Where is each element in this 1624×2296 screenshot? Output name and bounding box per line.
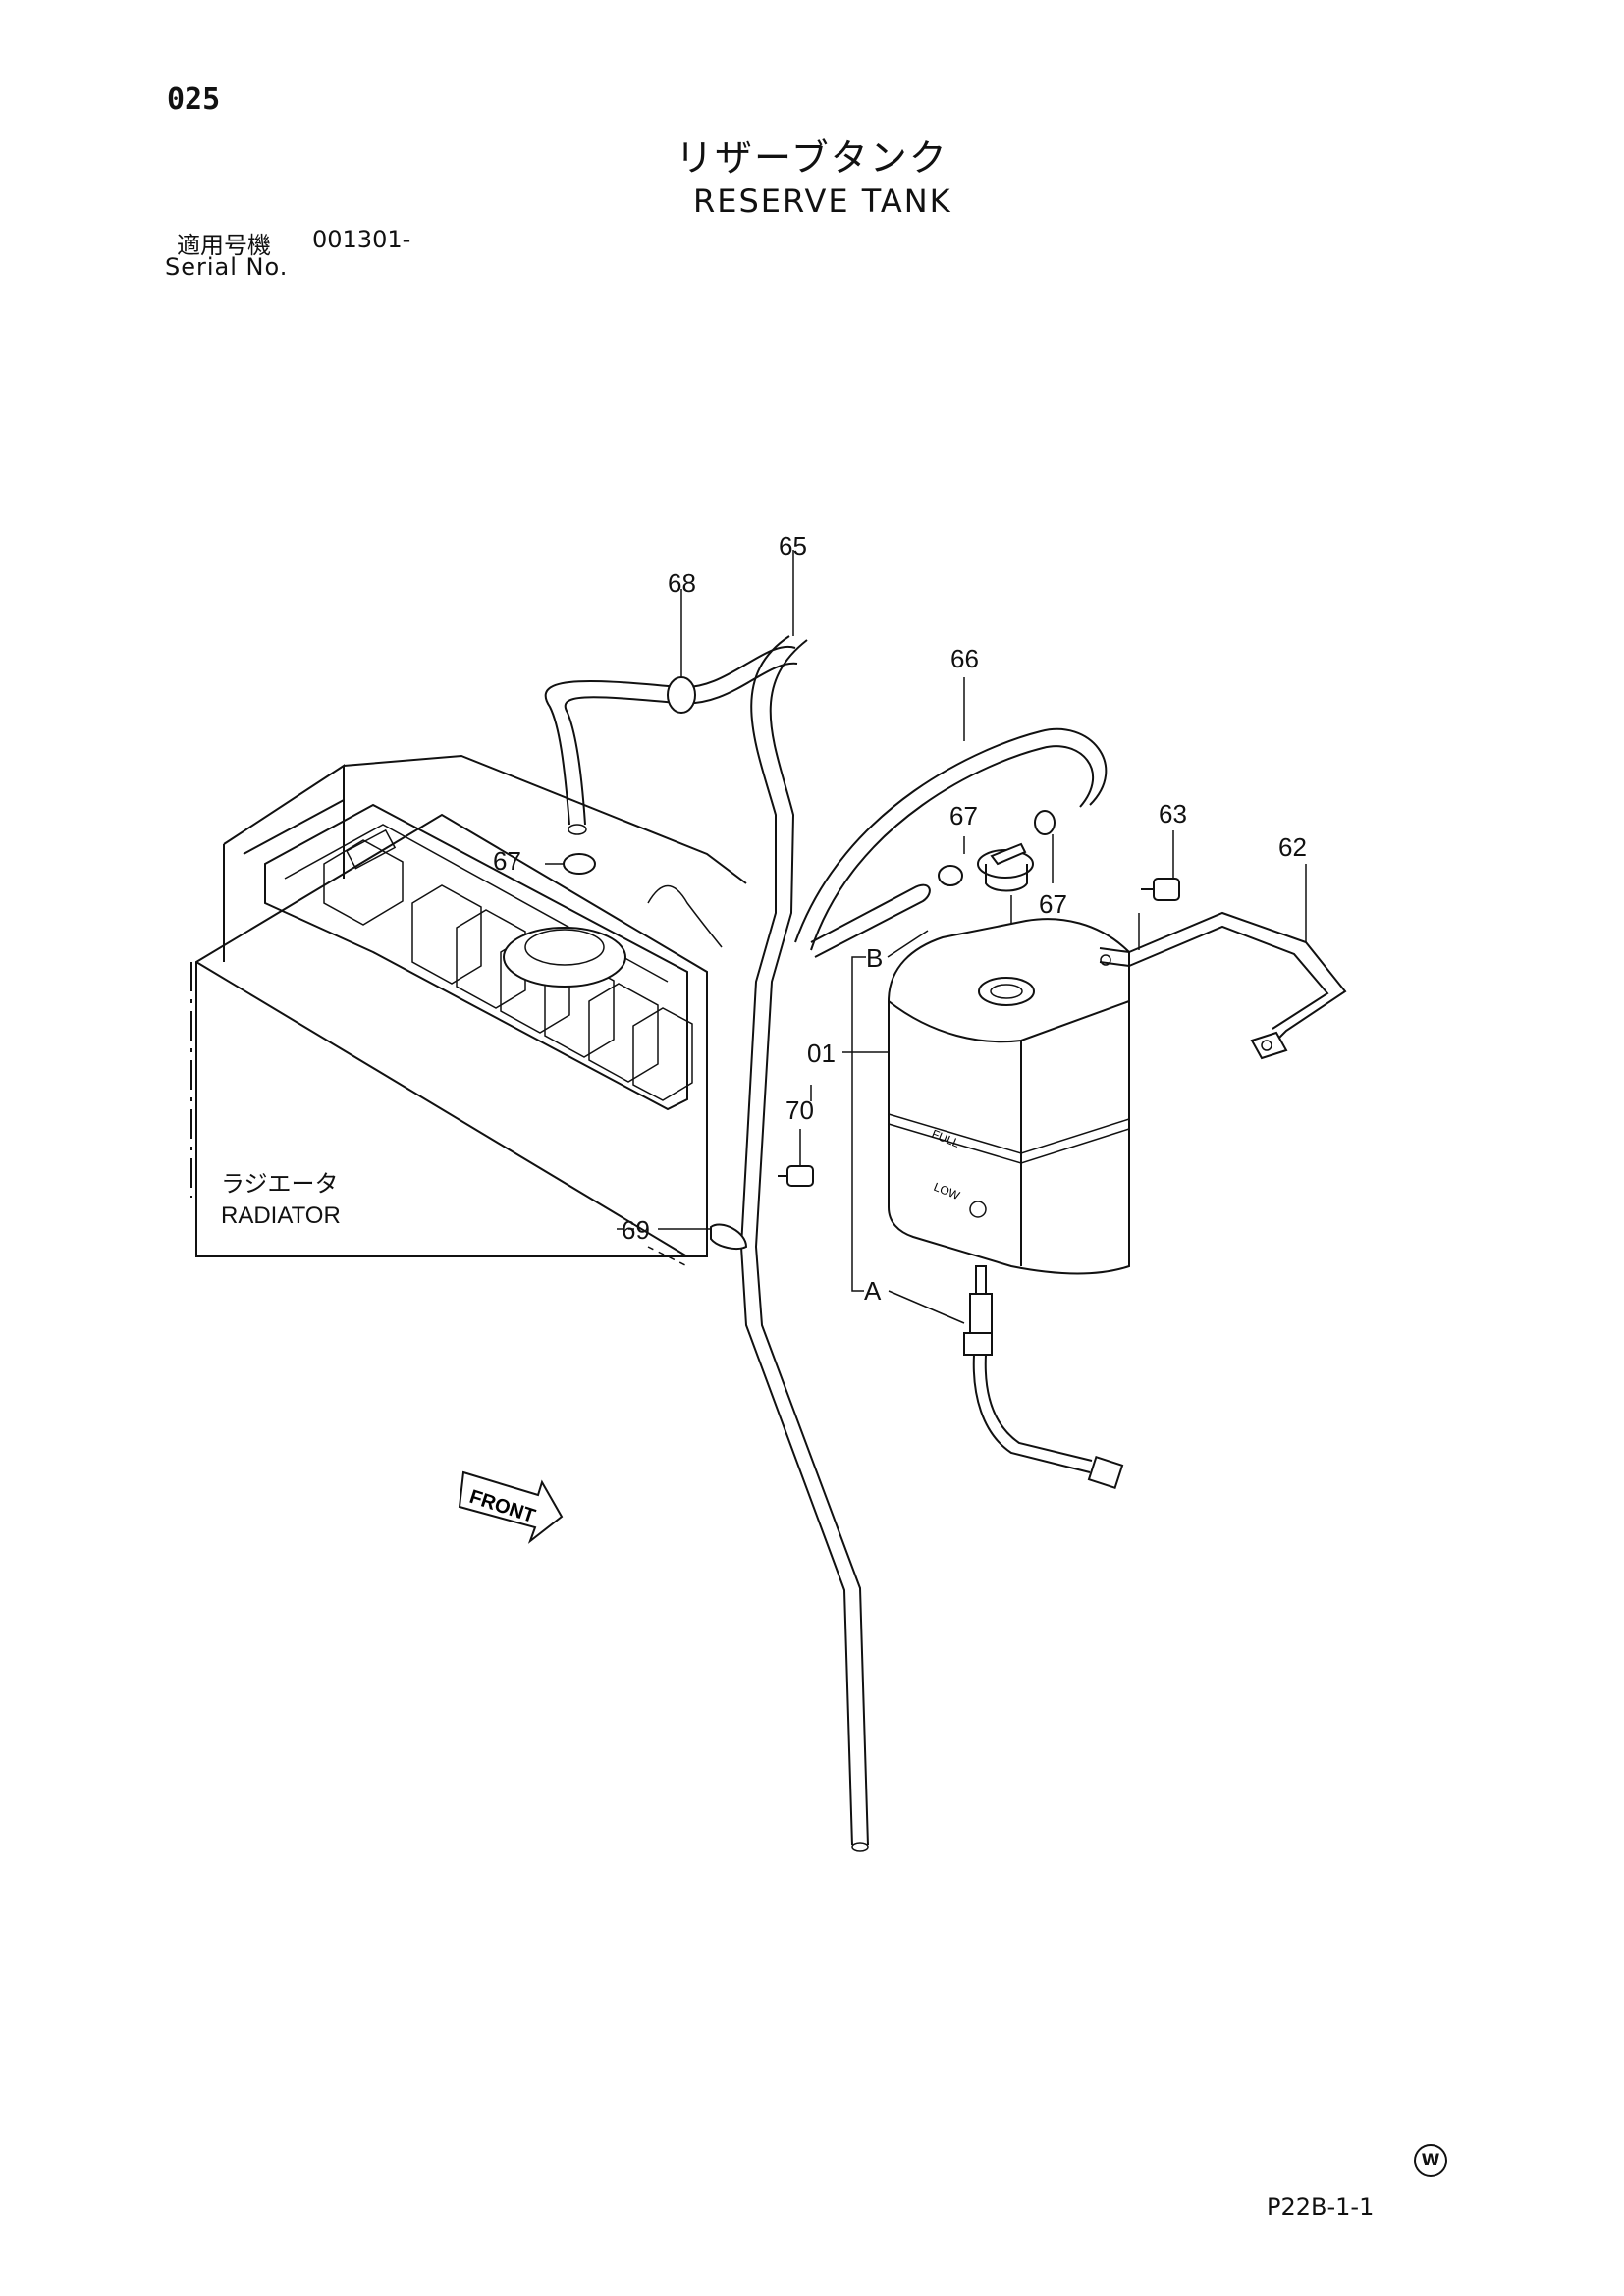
figure-code: P22B-1-1 bbox=[1267, 2193, 1375, 2220]
radiator-label-japanese: ラジエータ bbox=[221, 1170, 339, 1198]
clip-69 bbox=[617, 1223, 748, 1267]
hose-66 bbox=[794, 677, 1108, 958]
radiator-label-english: RADIATOR bbox=[221, 1202, 341, 1229]
callout-b: B bbox=[866, 943, 883, 973]
page-number: 025 bbox=[167, 82, 221, 117]
level-switch-harness bbox=[963, 1265, 1124, 1489]
callout-66: 66 bbox=[950, 644, 979, 673]
bracket-62 bbox=[1099, 864, 1347, 1060]
callout-62: 62 bbox=[1278, 832, 1307, 862]
callout-69: 69 bbox=[622, 1215, 650, 1245]
front-arrow: FRONT bbox=[458, 1470, 564, 1544]
serial-range: 001301- bbox=[312, 226, 411, 253]
hose-65 bbox=[739, 550, 869, 1852]
bolt-63 bbox=[1141, 830, 1180, 901]
callout-70: 70 bbox=[785, 1095, 814, 1125]
title-english: RESERVE TANK bbox=[693, 183, 952, 220]
callout-a: A bbox=[864, 1276, 882, 1306]
callout-63: 63 bbox=[1159, 799, 1187, 828]
callout-67-right: 67 bbox=[1039, 889, 1067, 919]
callout-68: 68 bbox=[668, 568, 696, 598]
bolt-70 bbox=[778, 1129, 814, 1187]
clamp-67-group bbox=[545, 810, 1056, 886]
callout-67-left: 67 bbox=[493, 846, 521, 876]
callout-65: 65 bbox=[779, 531, 807, 561]
watermark-badge: W bbox=[1414, 2144, 1447, 2177]
reserve-tank-01: FULL LOW bbox=[888, 918, 1130, 1275]
serial-label-japanese: 適用号機 bbox=[177, 232, 271, 259]
callout-01: 01 bbox=[807, 1039, 836, 1068]
radiator-assembly: ラジエータ RADIATOR bbox=[190, 754, 747, 1257]
callout-brackets bbox=[810, 930, 965, 1324]
serial-label-english: Serial No. bbox=[165, 253, 289, 281]
callout-67-middle: 67 bbox=[949, 801, 978, 830]
title-japanese: リザーブタンク bbox=[676, 136, 948, 180]
hose-68 bbox=[544, 589, 798, 835]
